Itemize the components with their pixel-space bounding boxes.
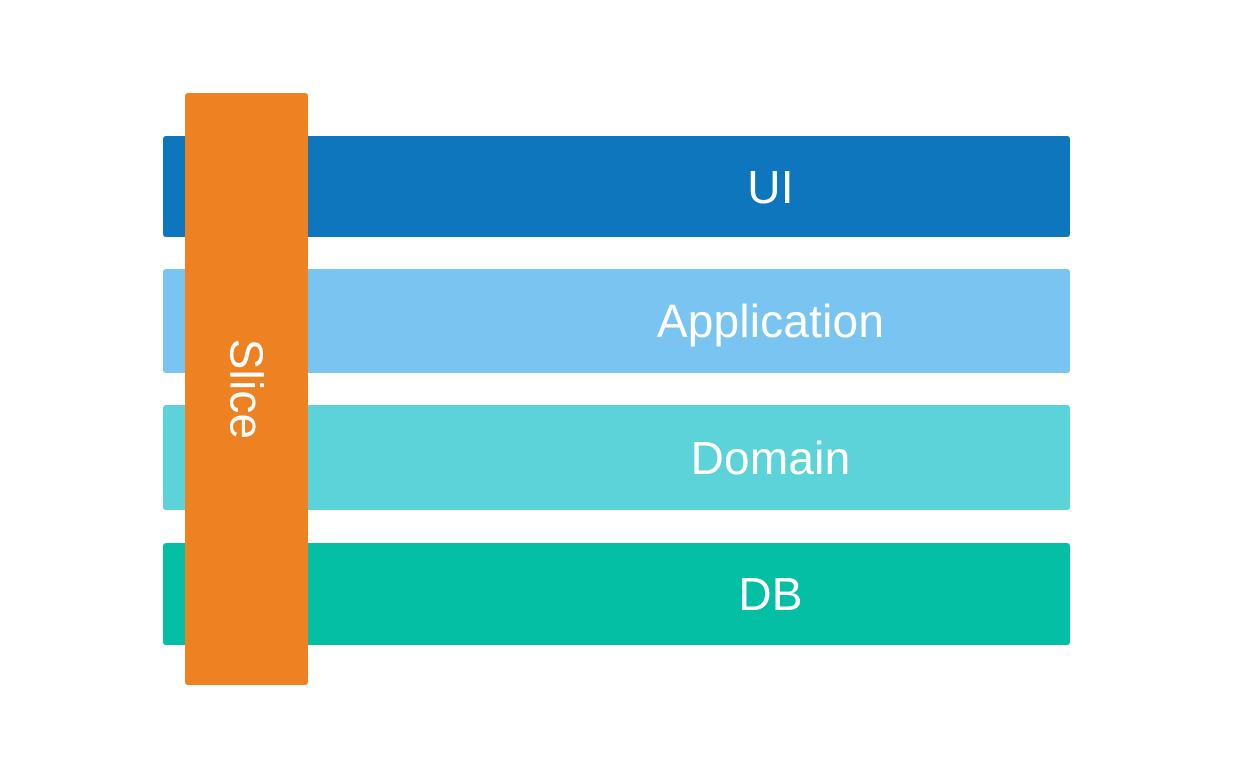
- layer-bar-domain[interactable]: Domain: [163, 405, 1070, 510]
- layer-label-domain: Domain: [690, 431, 851, 484]
- layer-bar-ui[interactable]: UI: [163, 136, 1070, 237]
- vertical-slice-label: Slice: [220, 338, 273, 440]
- layer-label-db: DB: [738, 568, 803, 620]
- vertical-slice-bar[interactable]: Slice: [185, 93, 308, 685]
- layer-label-application: Application: [656, 295, 885, 347]
- layer-bar-application[interactable]: Application: [163, 269, 1070, 373]
- layer-label-ui: UI: [747, 160, 794, 213]
- layer-bar-db[interactable]: DB: [163, 543, 1070, 645]
